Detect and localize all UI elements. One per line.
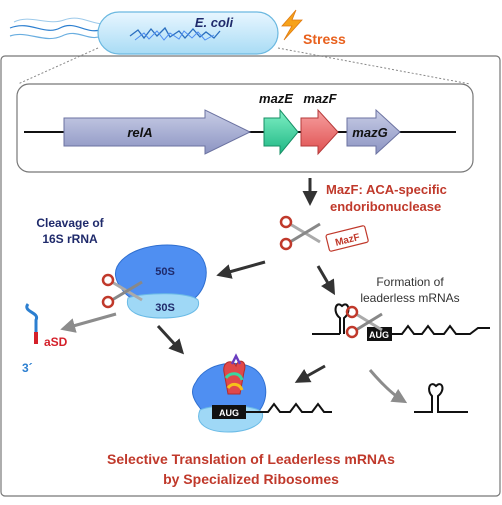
ribosome-70s bbox=[115, 244, 207, 319]
gene-mazf-arrow bbox=[300, 108, 339, 156]
arrow-to-degradation bbox=[368, 369, 408, 404]
arrow-to-ribosome bbox=[216, 260, 266, 279]
mazf-desc-line1: MazF: ACA-specific bbox=[326, 182, 447, 197]
gene-rela-label: relA bbox=[127, 125, 152, 140]
translated-mrna bbox=[246, 402, 332, 413]
formation-line1: Formation of bbox=[376, 275, 444, 289]
asd-label: aSD bbox=[44, 335, 68, 349]
operon-box bbox=[16, 83, 474, 173]
stress-label: Stress bbox=[303, 31, 346, 47]
start-codon-box-ribosome bbox=[212, 405, 246, 419]
leaderless-mrna bbox=[312, 303, 490, 335]
arrow-to-asd bbox=[60, 312, 117, 333]
start-codon-box bbox=[367, 327, 392, 341]
zoom-line-left bbox=[17, 47, 99, 85]
mazf-tag bbox=[325, 225, 369, 252]
rrna-fragment bbox=[25, 303, 39, 332]
degraded-hairpin bbox=[414, 383, 468, 413]
three-prime-label: 3´ bbox=[22, 361, 33, 375]
ecoli-cell bbox=[9, 11, 279, 55]
scissors-icon-mazf bbox=[279, 215, 321, 251]
scissors-icon-mrna bbox=[345, 305, 383, 339]
gene-mazf-label: mazF bbox=[303, 91, 337, 106]
scissors-icon-ribosome bbox=[101, 273, 143, 309]
cleavage-line2: 16S rRNA bbox=[42, 232, 98, 246]
gene-maze-label: mazE bbox=[259, 91, 293, 106]
footer-line1: Selective Translation of Leaderless mRNA… bbox=[107, 451, 395, 467]
gene-maze-arrow bbox=[263, 108, 299, 156]
formation-line2: leaderless mRNAs bbox=[360, 291, 459, 305]
arrow-leaderless-to-ribosome bbox=[294, 364, 326, 383]
arrow-to-specialized-ribosome bbox=[156, 324, 185, 355]
gene-mazg-label: mazG bbox=[352, 125, 387, 140]
lightning-icon bbox=[281, 9, 303, 41]
start-codon-label-ribosome: AUG bbox=[219, 408, 239, 418]
mazf-desc-line2: endoribonuclease bbox=[330, 199, 441, 214]
gene-mazg-arrow bbox=[346, 108, 401, 156]
footer-line2: by Specialized Ribosomes bbox=[163, 471, 339, 487]
arrow-to-formation bbox=[316, 265, 336, 296]
cleavage-line1: Cleavage of bbox=[36, 216, 104, 230]
outer-frame bbox=[0, 55, 501, 497]
start-codon-label: AUG bbox=[369, 330, 389, 340]
zoom-line-right bbox=[277, 47, 471, 85]
specialized-ribosome bbox=[192, 353, 267, 433]
subunit-30s-label: 30S bbox=[155, 302, 175, 314]
gene-rela-arrow bbox=[63, 109, 252, 155]
subunit-50s-label: 50S bbox=[155, 266, 175, 278]
organism-label: E. coli bbox=[195, 15, 234, 30]
